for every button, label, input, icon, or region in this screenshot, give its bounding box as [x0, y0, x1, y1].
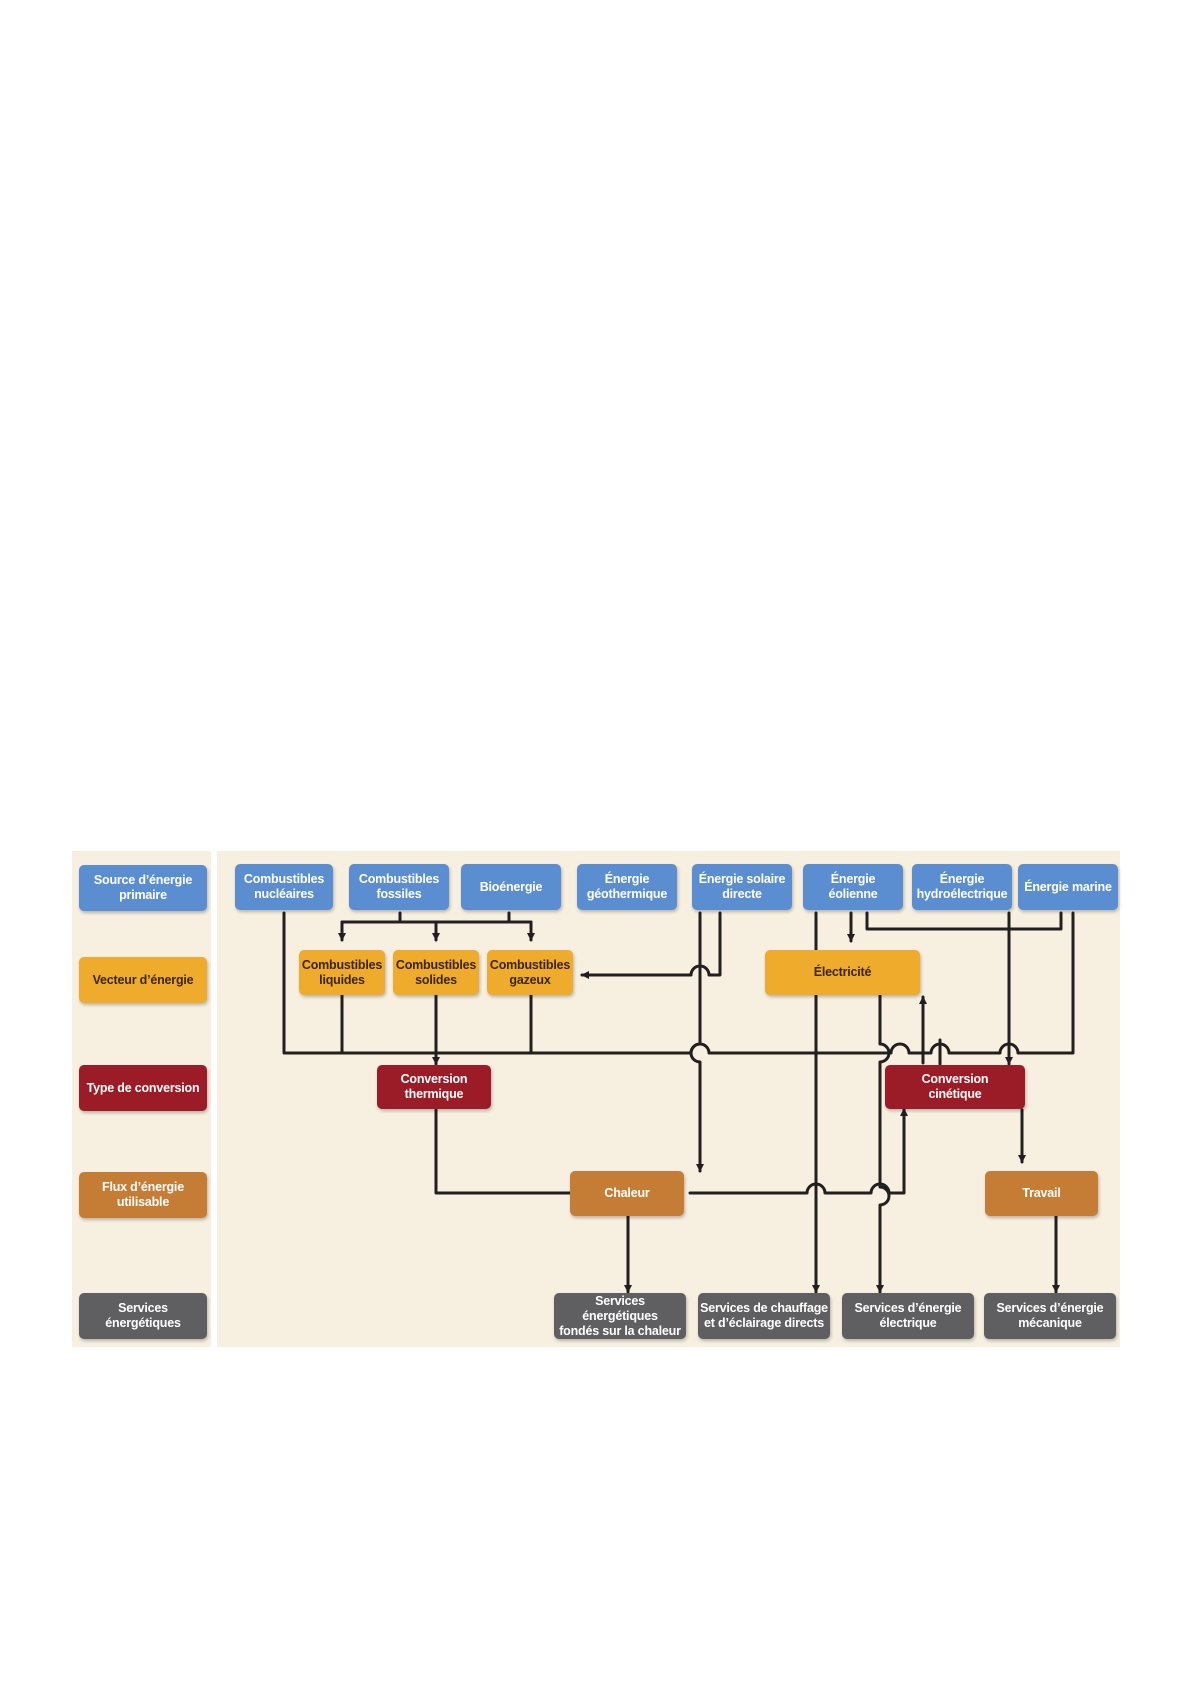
- source-direct-solar: Énergie solaire directe: [692, 864, 792, 910]
- service-direct-heating-lighting: Services de chauffage et d’éclairage dir…: [698, 1293, 830, 1339]
- row-label-conversion-type: Type de conversion: [79, 1065, 207, 1111]
- service-mechanical: Services d’énergie mécanique: [984, 1293, 1116, 1339]
- source-marine: Énergie marine: [1018, 864, 1118, 910]
- flow-work: Travail: [985, 1171, 1098, 1216]
- energy-flow-diagram: Source d’énergie primaire Vecteur d’éner…: [72, 851, 1120, 1347]
- conversion-thermal: Conversion thermique: [377, 1065, 491, 1109]
- service-heat-based: Services énergétiques fondés sur la chal…: [554, 1293, 686, 1339]
- row-labels-panel: Source d’énergie primaire Vecteur d’éner…: [72, 851, 211, 1347]
- vector-solid-fuels: Combustibles solides: [393, 950, 479, 995]
- row-label-energy-vector: Vecteur d’énergie: [79, 957, 207, 1003]
- service-electrical: Services d’énergie électrique: [842, 1293, 974, 1339]
- vector-gaseous-fuels: Combustibles gazeux: [487, 950, 573, 995]
- vector-electricity: Électricité: [765, 950, 920, 995]
- flow-heat: Chaleur: [570, 1171, 684, 1216]
- row-label-usable-flow: Flux d’énergie utilisable: [79, 1172, 207, 1218]
- source-geothermal: Énergie géothermique: [577, 864, 677, 910]
- conversion-kinetic: Conversion cinétique: [885, 1065, 1025, 1109]
- source-hydro: Énergie hydroélectrique: [912, 864, 1012, 910]
- source-wind: Énergie éolienne: [803, 864, 903, 910]
- row-label-energy-services: Services énergétiques: [79, 1293, 207, 1339]
- source-nuclear-fuels: Combustibles nucléaires: [235, 864, 333, 910]
- source-fossil-fuels: Combustibles fossiles: [349, 864, 449, 910]
- source-bioenergy: Bioénergie: [461, 864, 561, 910]
- row-label-primary-source: Source d’énergie primaire: [79, 865, 207, 911]
- vector-liquid-fuels: Combustibles liquides: [299, 950, 385, 995]
